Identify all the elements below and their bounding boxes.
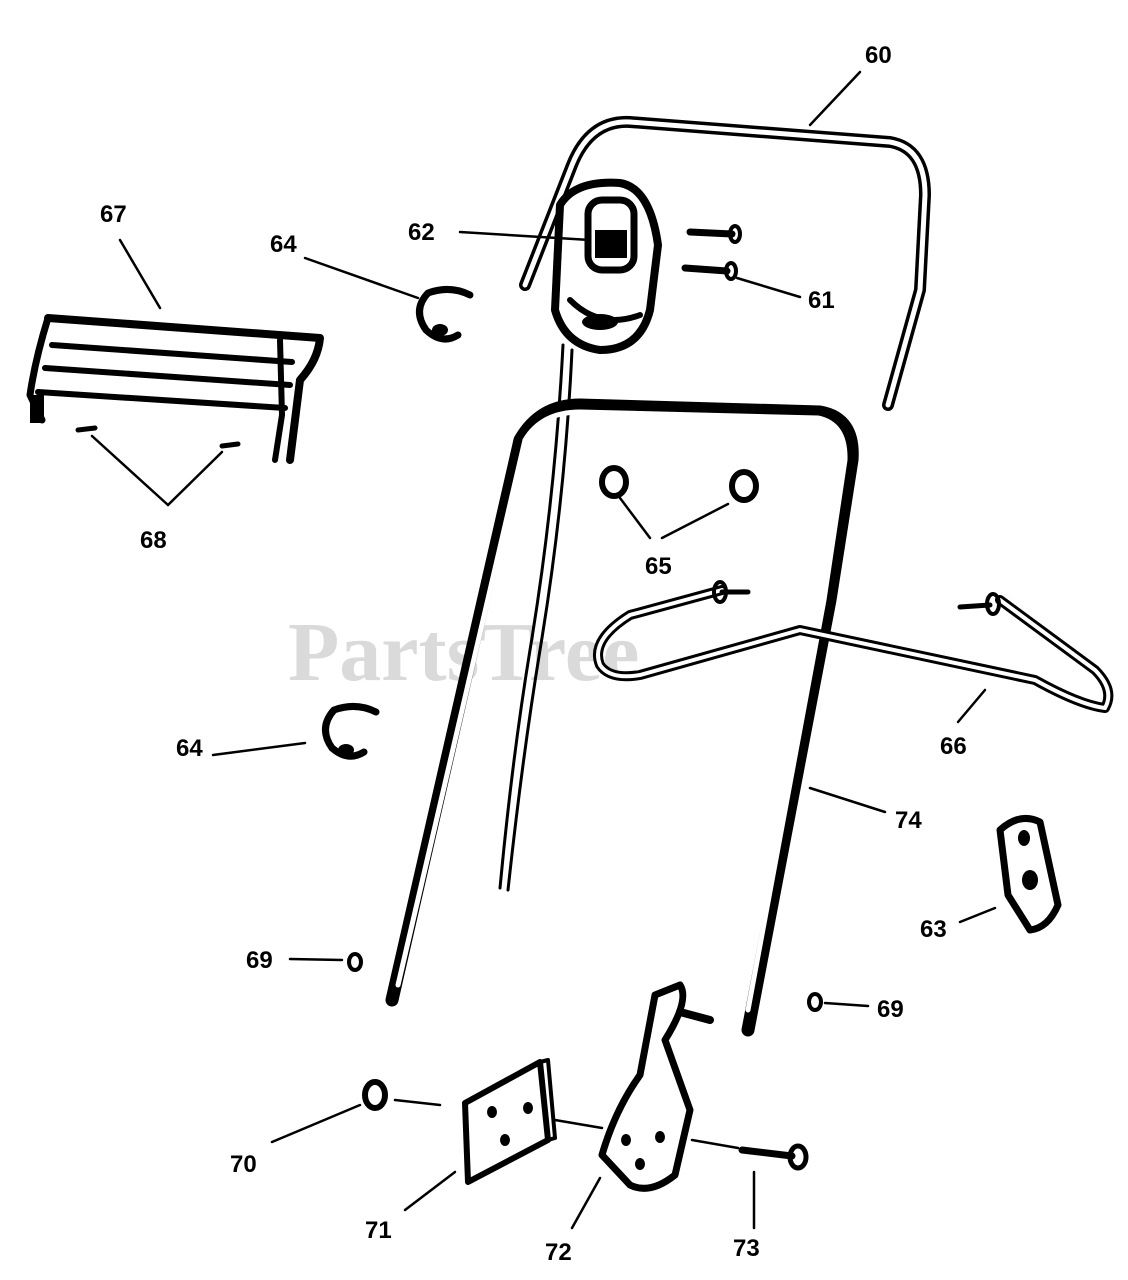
part-69-washer-right[interactable]	[807, 992, 823, 1012]
label-62: 62	[408, 219, 435, 246]
part-64-clip-upper[interactable]	[416, 286, 474, 343]
part-60-upper-handle[interactable]	[519, 115, 931, 411]
part-70-knob[interactable]	[362, 1079, 388, 1111]
label-74: 74	[895, 807, 922, 834]
label-64-upper: 64	[270, 231, 297, 258]
label-61: 61	[808, 287, 835, 314]
label-69-right: 69	[877, 996, 904, 1023]
label-68: 68	[140, 527, 167, 554]
part-67-frame[interactable]	[26, 314, 324, 464]
part-68-screws[interactable]	[75, 425, 241, 449]
part-61-bolts[interactable]	[681, 224, 742, 281]
part-72-bracket[interactable]	[598, 981, 714, 1192]
part-62-control-box[interactable]	[551, 178, 662, 354]
label-65: 65	[645, 553, 672, 580]
leader-lines	[90, 70, 997, 1230]
part-69-washer-left[interactable]	[347, 952, 363, 972]
part-71-plate[interactable]	[462, 1058, 557, 1185]
part-64-clip-lower[interactable]	[322, 703, 380, 760]
part-63-plate[interactable]	[996, 814, 1062, 934]
label-70: 70	[230, 1151, 257, 1178]
label-71: 71	[365, 1217, 392, 1244]
part-65-nuts[interactable]	[599, 465, 759, 503]
label-60: 60	[865, 42, 892, 69]
label-67: 67	[100, 201, 127, 228]
control-cable	[498, 343, 574, 892]
label-69-left: 69	[246, 947, 273, 974]
label-66: 66	[940, 733, 967, 760]
part-73-bolt[interactable]	[738, 1143, 809, 1171]
part-66-bail-wire[interactable]	[593, 580, 1114, 713]
label-64-lower: 64	[176, 735, 203, 762]
label-63: 63	[920, 916, 947, 943]
part-74-lower-handle[interactable]	[385, 398, 859, 1037]
label-72: 72	[545, 1239, 572, 1266]
label-73: 73	[733, 1235, 760, 1262]
